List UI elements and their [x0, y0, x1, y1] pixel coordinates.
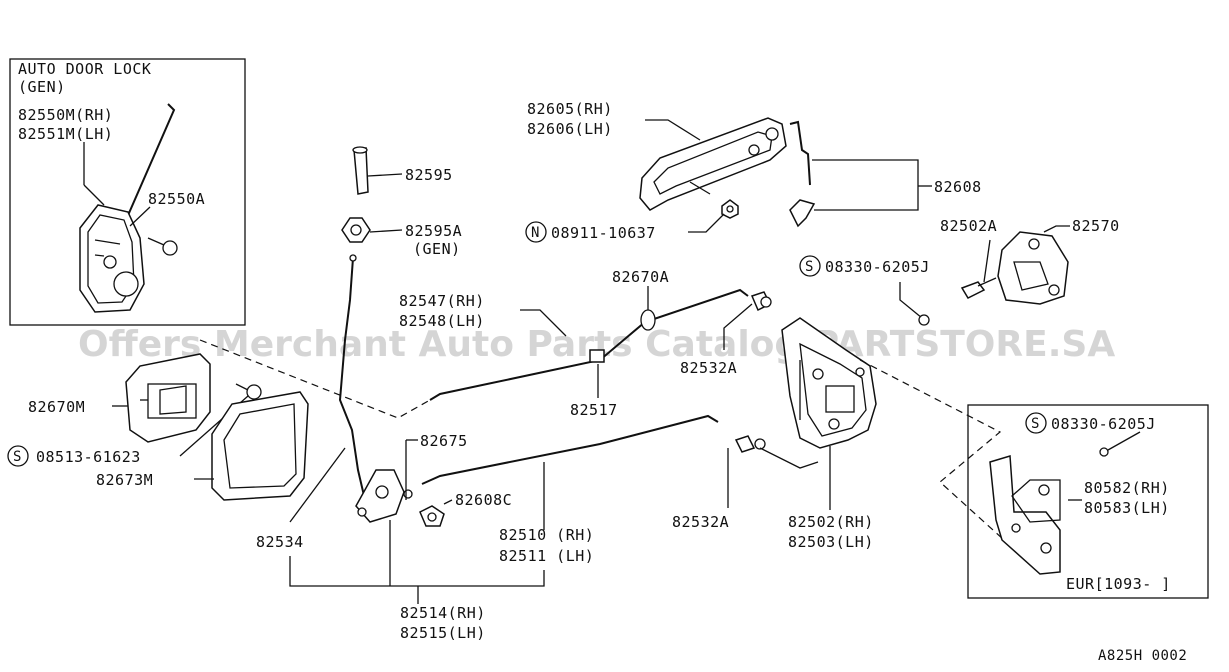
door-lock-82502 [781, 317, 877, 449]
screw-82550a [147, 237, 178, 256]
inset-frame [9, 58, 246, 326]
label-82515: 82515(LH) [400, 624, 486, 642]
label-82511: 82511 (LH) [499, 547, 594, 565]
rod-82670a [429, 288, 749, 401]
outside-handle-82605 [639, 117, 787, 211]
label-82550m: 82550M(RH) [18, 106, 113, 124]
label-82510: 82510 (RH) [499, 526, 594, 544]
bracket-80582 [989, 455, 1061, 575]
inset-auto-door-lock: AUTO DOOR LOCK (GEN) 82550M(RH) 82551M(L… [9, 58, 246, 326]
prefix-eur: S [1031, 416, 1040, 432]
screw-08330 [918, 314, 930, 326]
label-82548: 82548(LH) [399, 312, 485, 330]
label-82570: 82570 [1072, 217, 1120, 235]
label-82517: 82517 [570, 401, 618, 419]
label-82608: 82608 [934, 178, 982, 196]
label-eur-footer: EUR[1093- ] [1066, 575, 1171, 593]
clip-82532a-bot [734, 435, 766, 453]
label-82606: 82606(LH) [527, 120, 613, 138]
prefix-circle-08911 [525, 221, 547, 243]
striker-82570 [997, 231, 1069, 305]
prefix-08330: S [805, 259, 814, 275]
label-82547: 82547(RH) [399, 292, 485, 310]
label-82534: 82534 [256, 533, 304, 551]
label-82502a: 82502A [940, 217, 997, 235]
prefix-08513: S [13, 449, 22, 465]
label-82595a: 82595A [405, 222, 462, 240]
diagram-code: A825H 0002 [1098, 648, 1187, 664]
label-80583: 80583(LH) [1084, 499, 1170, 517]
label-08513: 08513-61623 [36, 448, 141, 466]
prefix-circle-08513 [7, 445, 29, 467]
inside-handle-82670m [125, 353, 211, 443]
rod-82608 [789, 120, 811, 186]
label-82608c: 82608C [455, 491, 512, 509]
inset-subtitle: (GEN) [18, 78, 66, 96]
knob-82595 [352, 146, 369, 195]
clip-82517 [589, 349, 605, 363]
label-80582: 80582(RH) [1084, 479, 1170, 497]
inset-title: AUTO DOOR LOCK [18, 60, 151, 78]
label-82503: 82503(LH) [788, 533, 874, 551]
label-82532a-top: 82532A [680, 359, 737, 377]
label-08911: 08911-10637 [551, 224, 656, 242]
label-82550a: 82550A [148, 190, 205, 208]
inset-eur-frame [967, 404, 1209, 599]
label-82670a: 82670A [612, 268, 669, 286]
label-82605: 82605(RH) [527, 100, 613, 118]
clip-82608 [789, 199, 816, 228]
label-08330: 08330-6205J [825, 258, 930, 276]
label-82514: 82514(RH) [400, 604, 486, 622]
label-82670m: 82670M [28, 398, 85, 416]
inset-eur: S 08330-6205J 80582(RH) 80583(LH) EUR[10… [967, 404, 1209, 599]
label-82502: 82502(RH) [788, 513, 874, 531]
grommet-82595a [341, 217, 371, 243]
label-82673m: 82673M [96, 471, 153, 489]
screw-82502a [960, 277, 997, 299]
label-82675: 82675 [420, 432, 468, 450]
bracket-82514 [289, 556, 545, 587]
label-82595: 82595 [405, 166, 453, 184]
clip-82532a-top [750, 291, 772, 312]
door-lock-actuator [79, 204, 145, 313]
guide-dashed-2 [859, 359, 1005, 541]
label-82551m: 82551M(LH) [18, 125, 113, 143]
leader-82550a [129, 206, 151, 227]
prefix-circle-08330 [799, 255, 821, 277]
rod-82510 [421, 414, 719, 485]
label-82595a-sub: (GEN) [413, 240, 461, 258]
prefix-08911: N [531, 225, 540, 241]
nut-08911 [721, 199, 739, 219]
lock-rod-82534 [338, 257, 366, 501]
label-82532a-bot: 82532A [672, 513, 729, 531]
label-eur-08330: 08330-6205J [1051, 415, 1156, 433]
actuator-rod [111, 103, 176, 253]
prefix-circle-eur [1025, 412, 1047, 434]
clip-82608c [419, 505, 445, 527]
escutcheon-82673m [211, 391, 309, 501]
screw-08513 [235, 383, 262, 400]
lock-lever-82675 [355, 469, 413, 523]
